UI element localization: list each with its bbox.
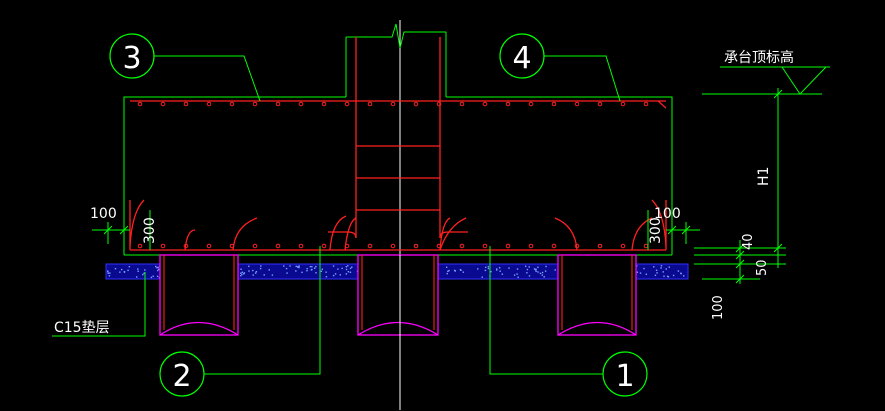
dim-40: 40 bbox=[741, 233, 756, 250]
top-elevation-marker bbox=[702, 66, 830, 95]
callout-4: 4 bbox=[499, 33, 621, 102]
top-elevation-label: 承台顶标高 bbox=[724, 49, 794, 66]
column-rebar bbox=[328, 37, 468, 239]
column-outline bbox=[345, 32, 447, 97]
bed-layer-callout: C15垫层 bbox=[52, 272, 146, 337]
left-dimensions bbox=[92, 210, 151, 250]
callout-2: 2 bbox=[159, 246, 321, 397]
dim-50: 50 bbox=[755, 259, 770, 276]
dim-100-right: 100 bbox=[654, 206, 681, 222]
bottom-rebar bbox=[129, 199, 667, 251]
pile-left bbox=[159, 254, 239, 336]
right-dimensions bbox=[694, 88, 786, 284]
callout-4-label: 4 bbox=[512, 41, 531, 76]
dim-h1: H1 bbox=[756, 167, 772, 186]
callout-3-label: 3 bbox=[122, 41, 141, 76]
dim-100-left: 100 bbox=[90, 206, 117, 222]
callout-1-label: 1 bbox=[615, 359, 634, 394]
dim-100-bottom: 100 bbox=[711, 295, 726, 320]
bed-layer-label: C15垫层 bbox=[54, 320, 110, 336]
pile-cap-outline bbox=[123, 96, 673, 256]
bottom-rebar-dots bbox=[137, 243, 649, 249]
top-rebar-dots bbox=[137, 101, 649, 107]
dim-300-right: 300 bbox=[648, 217, 664, 244]
callout-2-label: 2 bbox=[172, 359, 191, 394]
column-break-symbol bbox=[346, 23, 446, 49]
pile-rebar bbox=[163, 255, 633, 330]
dim-300-left: 300 bbox=[142, 217, 158, 244]
callout-3: 3 bbox=[109, 33, 261, 102]
top-rebar bbox=[130, 100, 667, 109]
callout-1: 1 bbox=[489, 246, 648, 397]
right-side-dimensions bbox=[647, 210, 700, 250]
pile-center bbox=[357, 254, 439, 336]
pile-right bbox=[557, 254, 637, 336]
